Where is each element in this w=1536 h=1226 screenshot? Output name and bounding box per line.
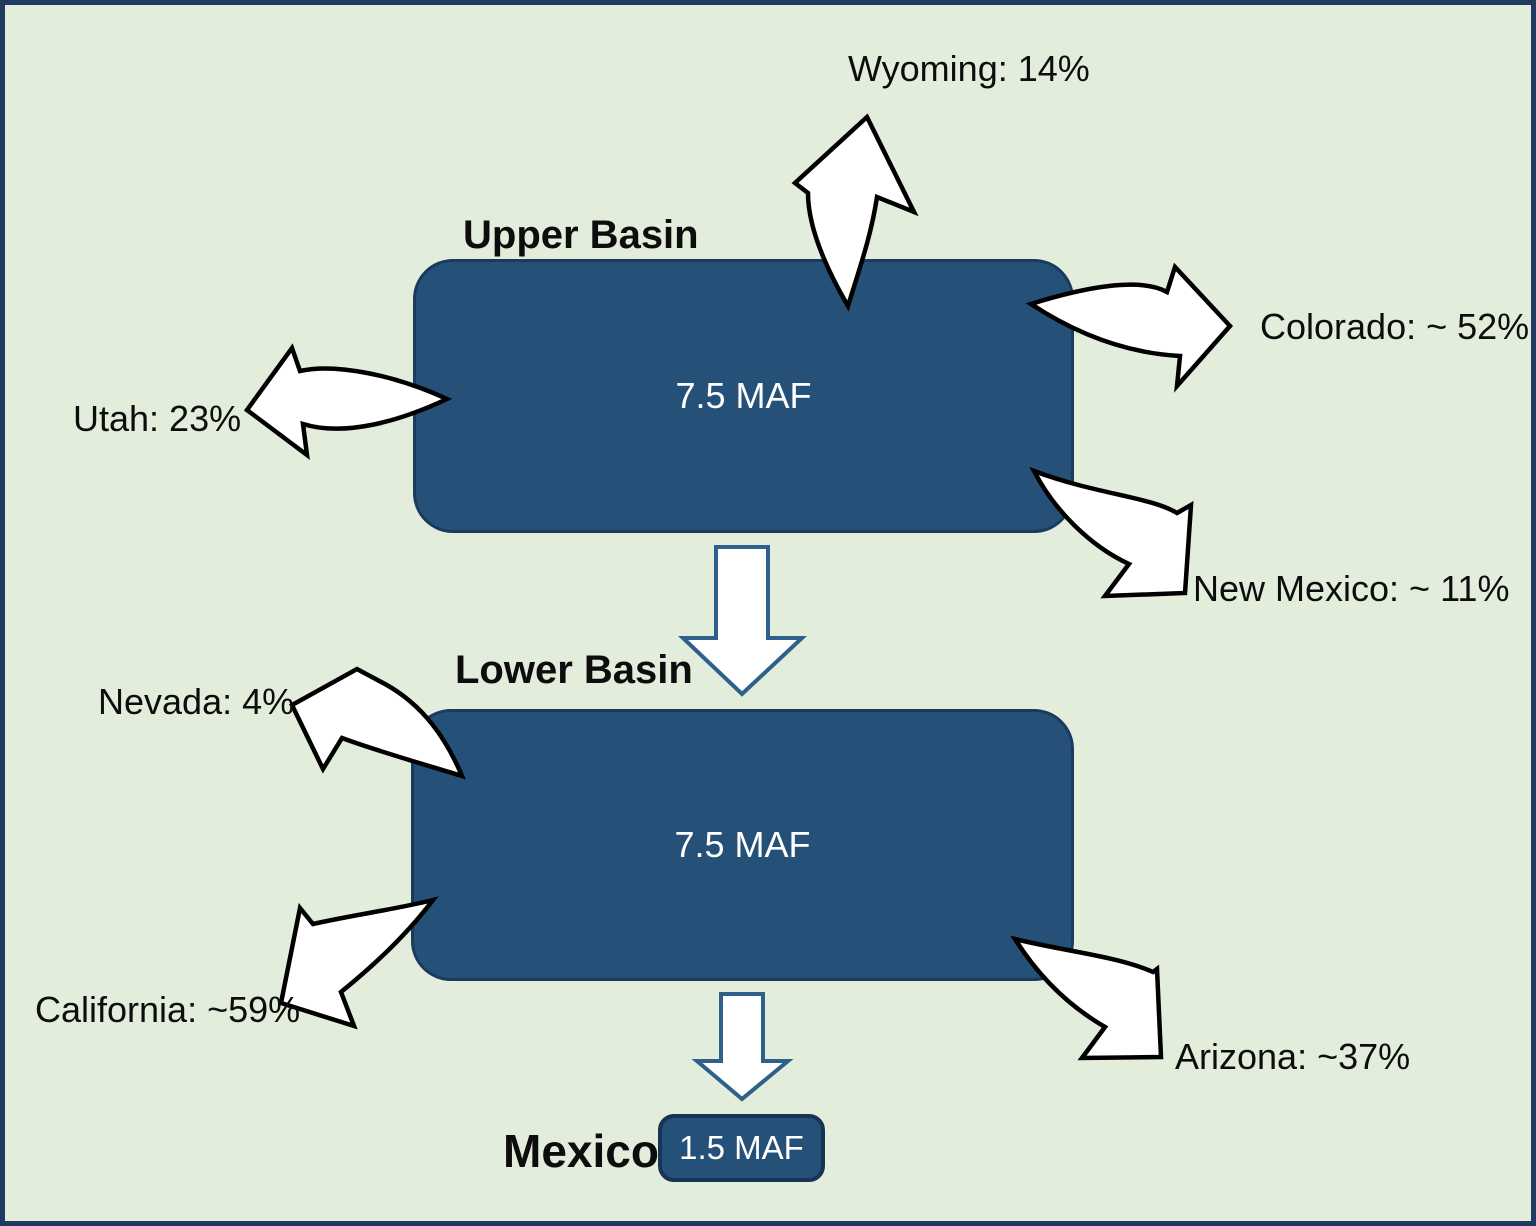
upper-basin-box: 7.5 MAF	[413, 259, 1074, 533]
upper-to-lower-arrow-icon	[677, 545, 808, 697]
california-arrow-icon	[278, 896, 439, 1030]
new-mexico-arrow-icon	[1029, 466, 1194, 599]
mexico-value: 1.5 MAF	[679, 1129, 804, 1166]
wyoming-label: Wyoming: 14%	[848, 48, 1090, 89]
colorado-label: Colorado: ~ 52%	[1260, 306, 1530, 347]
arrow-layer	[243, 113, 1234, 1102]
utah-arrow-icon	[243, 343, 453, 460]
mexico-box: 1.5 MAF	[658, 1114, 825, 1182]
utah-label: Utah: 23%	[73, 398, 242, 439]
arizona-arrow-icon	[1010, 935, 1164, 1061]
new-mexico-label: New Mexico: ~ 11%	[1193, 568, 1510, 609]
lower-to-mexico-arrow-icon	[691, 992, 794, 1102]
california-label: California: ~59%	[35, 989, 301, 1030]
lower-basin-title: Lower Basin	[455, 648, 693, 692]
lower-basin-value: 7.5 MAF	[674, 824, 811, 865]
upper-basin-value: 7.5 MAF	[675, 375, 812, 416]
nevada-label: Nevada: 4%	[98, 681, 295, 722]
lower-basin-box: 7.5 MAF	[411, 709, 1074, 981]
mexico-title: Mexico	[503, 1125, 659, 1177]
wyoming-arrow-icon	[791, 113, 919, 312]
arizona-label: Arizona: ~37%	[1175, 1036, 1411, 1077]
nevada-arrow-icon	[289, 666, 466, 780]
colorado-arrow-icon	[1025, 262, 1234, 393]
upper-basin-title: Upper Basin	[463, 213, 699, 257]
